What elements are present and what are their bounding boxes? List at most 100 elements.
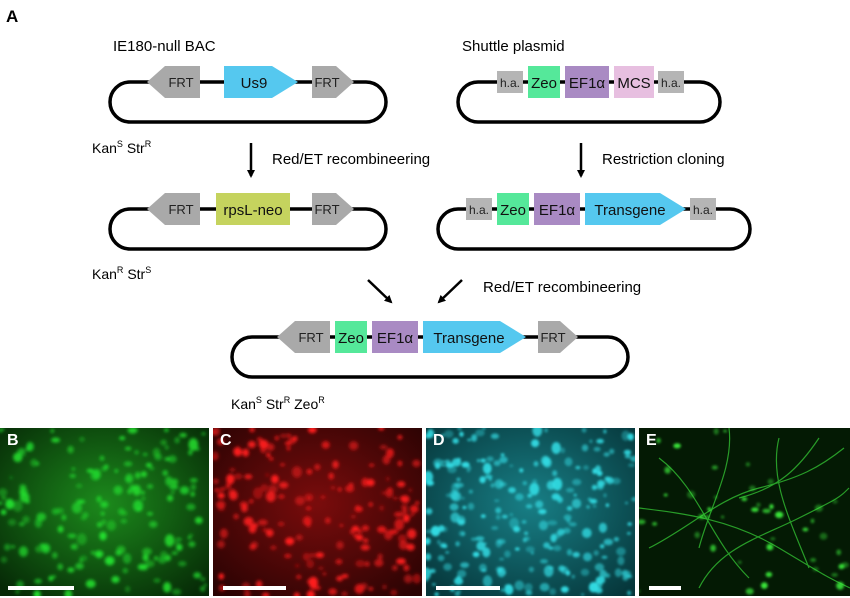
cell-speck [7,518,17,526]
converge-arrow-right [437,279,463,304]
cell-speck [256,437,263,442]
cell-speck [496,514,501,520]
cell-speck [454,590,461,596]
cell-speck [129,484,137,491]
cell-speck [163,582,172,593]
cell-speck [0,509,7,515]
cell-speck [495,539,503,548]
cell-speck [142,553,149,562]
cell-speck [457,428,462,431]
cell-speck [33,590,41,596]
cell-speck [626,434,632,439]
cell-speck [80,516,87,521]
cell-speck [313,585,321,590]
cell-speck [265,528,274,537]
cell-speck [508,487,516,494]
transgene-shuttle-loop [436,207,752,251]
homology-arm: h.a. [658,71,684,93]
cell-speck [106,520,116,531]
cell-speck [305,506,312,511]
cell-speck [627,590,631,596]
cell-speck [10,545,16,549]
cell-speck [571,498,582,509]
cell-speck [557,496,563,503]
cell-speck [190,483,197,491]
cell-speck [378,428,385,431]
cell-speck [167,494,174,502]
cell-speck [186,503,196,511]
cell-speck [64,589,73,596]
cell-speck [308,552,316,558]
cell-speck [493,460,501,467]
svg-text:rpsL-neo: rpsL-neo [223,202,282,219]
cell-speck [217,489,222,492]
cell-speck [141,496,146,501]
cell-speck [0,488,8,497]
cell-speck [193,572,202,579]
cell-speck [13,452,23,463]
cell-speck [147,512,153,516]
cell-speck [217,540,225,549]
cell-speck [543,542,550,549]
neurite-traces [639,428,850,589]
cell-speck [127,428,138,434]
cell-speck [249,428,255,433]
cell-speck [120,519,128,524]
cell-speck [213,451,219,461]
cloning-label: Restriction cloning [602,151,725,168]
cell-speck [603,493,607,498]
cell-speck [476,459,480,463]
cloning-diagram: A IE180-null BAC FRT Us9 FRT KanS StrR S… [6,7,752,412]
cell-speck [594,563,605,572]
cell-speck [349,528,355,535]
cell-speck [767,478,774,485]
cell-speck [379,505,384,511]
cell-speck [216,500,226,509]
cell-speck [188,438,199,451]
cell-speck [335,558,343,565]
cell-speck [360,582,368,590]
cell-speck [219,487,226,491]
cell-speck [449,489,459,501]
panel-a-letter: A [6,7,18,26]
cell-speck [51,437,61,443]
cell-speck [581,528,592,538]
cell-speck [497,567,503,574]
cell-speck [429,568,436,574]
cell-speck [228,488,237,497]
cell-speck [213,478,219,485]
cell-speck [399,496,406,501]
zeo-gene: Zeo [528,66,560,98]
cell-speck [229,468,236,472]
cell-speck [4,543,11,551]
cell-speck [244,474,253,480]
cell-speck [176,543,183,551]
cell-speck [434,592,439,596]
cell-speck [250,541,259,549]
transgene-cassette: Transgene [585,193,686,225]
cell-speck [258,519,268,526]
cell-speck [535,500,544,509]
cell-speck [18,546,28,557]
cell-speck [440,543,447,548]
cell-speck [52,575,56,579]
cell-speck [426,480,434,486]
cell-speck [639,519,646,525]
cell-speck [253,487,263,499]
cell-speck [480,458,486,463]
cell-speck [79,436,85,442]
cell-speck [426,508,433,515]
cell-speck [544,428,548,433]
cell-speck [605,503,610,507]
cell-speck [476,541,486,551]
cell-speck [195,447,200,451]
cell-speck [94,550,104,558]
cell-speck [760,582,768,589]
cell-speck [437,539,441,545]
cell-speck [575,466,581,470]
homology-arm: h.a. [690,198,716,220]
cell-speck [391,565,398,571]
svg-text:h.a.: h.a. [469,203,489,217]
cell-speck [125,585,131,593]
cell-speck [571,574,575,579]
